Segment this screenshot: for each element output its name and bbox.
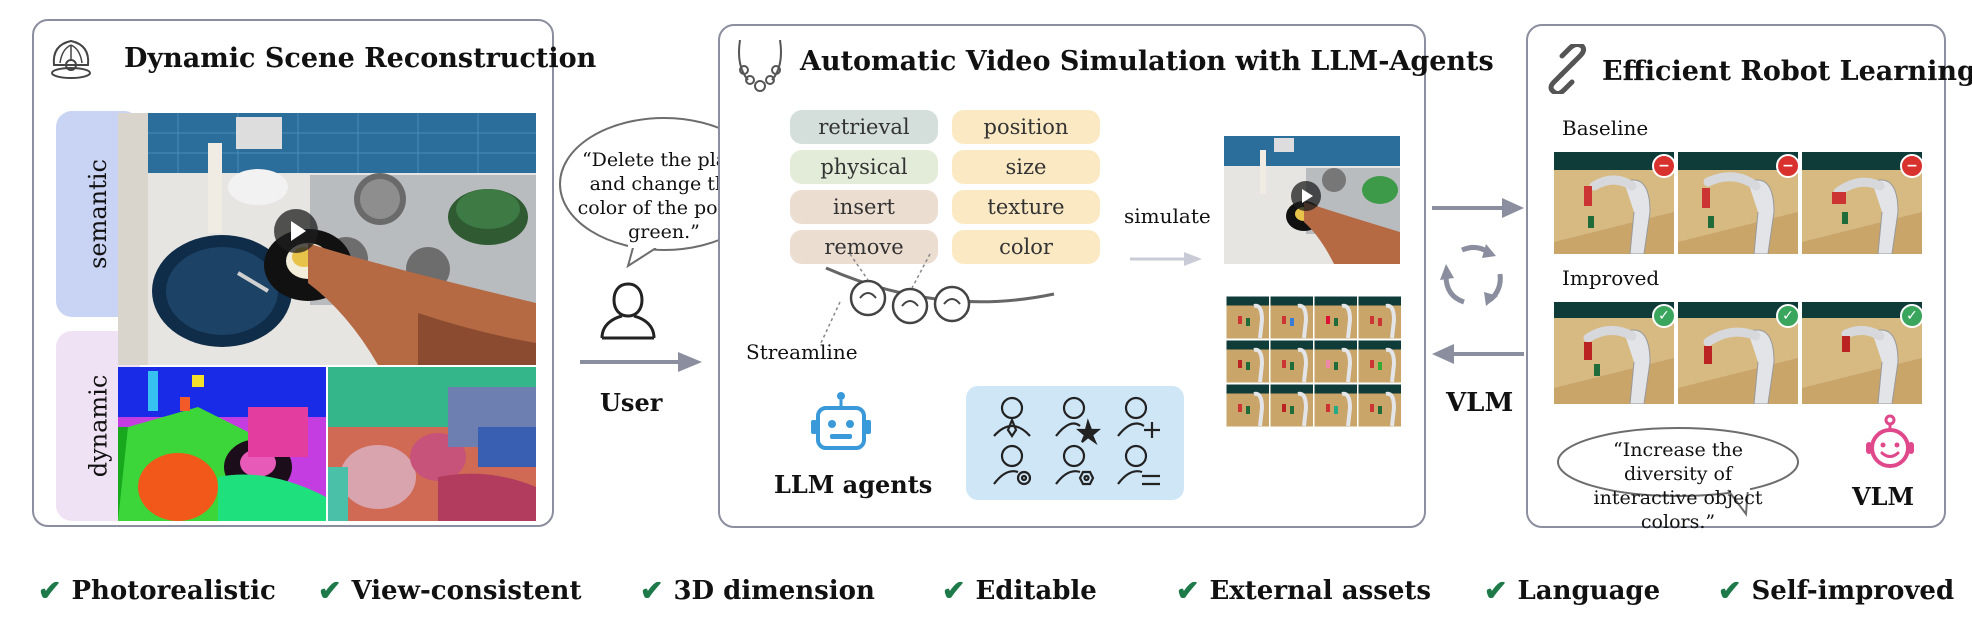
necklace-icon bbox=[738, 39, 782, 92]
simulated-frame bbox=[1226, 296, 1269, 339]
fail-badge-1: − bbox=[1652, 154, 1676, 178]
simulated-frame bbox=[1358, 384, 1401, 427]
check-icon: ✔ bbox=[38, 574, 62, 607]
dynamic-feature-map bbox=[328, 367, 536, 521]
success-badge-1: ✓ bbox=[1652, 304, 1676, 328]
simulated-frame bbox=[1270, 340, 1313, 383]
baseline-frame-2 bbox=[1678, 152, 1798, 254]
scene-reconstruction-title: Dynamic Scene Reconstruction bbox=[124, 43, 597, 74]
baseline-frame-1 bbox=[1554, 152, 1674, 254]
check-icon: ✔ bbox=[1176, 574, 1200, 607]
feature-external-assets: ✔External assets bbox=[1176, 574, 1432, 607]
tag-remove: remove bbox=[790, 230, 938, 264]
robot-agent-icon bbox=[811, 392, 871, 450]
simulate-label: simulate bbox=[1124, 204, 1211, 228]
user-label: User bbox=[600, 388, 663, 417]
vlm-feedback-label: VLM bbox=[1446, 388, 1514, 418]
simulated-frame bbox=[1270, 384, 1313, 427]
simulated-frames-grid bbox=[1226, 296, 1402, 428]
robot-learning-title: Efficient Robot Learning bbox=[1602, 56, 1972, 87]
fail-badge-3: − bbox=[1900, 154, 1924, 178]
fail-badge-2: − bbox=[1776, 154, 1800, 178]
tag-retrieval: retrieval bbox=[790, 110, 938, 144]
feature-editable: ✔Editable bbox=[942, 574, 1097, 607]
kitchen-scene-photo bbox=[118, 113, 536, 365]
video-simulation-panel: Automatic Video Simulation with LLM-Agen… bbox=[718, 24, 1494, 528]
oyster-pearl-icon bbox=[51, 39, 91, 79]
cycle-icon bbox=[1440, 244, 1503, 306]
tag-color: color bbox=[952, 230, 1100, 264]
streamline-label: Streamline bbox=[746, 340, 858, 364]
success-badge-2: ✓ bbox=[1776, 304, 1800, 328]
edited-play-icon[interactable] bbox=[1290, 180, 1322, 212]
arrow-right-user bbox=[580, 352, 702, 372]
simulated-frame bbox=[1314, 384, 1357, 427]
simulated-frame bbox=[1226, 384, 1269, 427]
video-simulation-title: Automatic Video Simulation with LLM-Agen… bbox=[800, 46, 1494, 77]
arrow-left-from-robot bbox=[1432, 344, 1524, 364]
improved-label: Improved bbox=[1562, 266, 1660, 290]
agent-roles-panel bbox=[966, 386, 1184, 500]
chain-link-icon bbox=[1548, 44, 1587, 94]
robot-learning-panel: Efficient Robot Learning Baseline Improv… bbox=[1526, 24, 1972, 533]
simulated-frame bbox=[1358, 340, 1401, 383]
segmentation-map bbox=[118, 367, 326, 521]
check-icon: ✔ bbox=[1484, 574, 1508, 607]
play-icon[interactable] bbox=[272, 207, 320, 255]
check-icon: ✔ bbox=[1718, 574, 1742, 607]
tag-physical: physical bbox=[790, 150, 938, 184]
vlm-instruction-text: “Increase the diversity of interactive o… bbox=[1593, 439, 1763, 533]
feature-3d-dimension: ✔3D dimension bbox=[640, 574, 875, 607]
baseline-label: Baseline bbox=[1562, 116, 1649, 140]
user-icon bbox=[600, 282, 656, 340]
improved-frame-1 bbox=[1554, 302, 1674, 404]
simulated-frame bbox=[1314, 340, 1357, 383]
simulated-frame bbox=[1314, 296, 1357, 339]
feature-photorealistic: ✔Photorealistic bbox=[38, 574, 276, 607]
scene-reconstruction-panel: Dynamic Scene Reconstruction semantic dy… bbox=[32, 19, 596, 527]
feature-view-consistent: ✔View-consistent bbox=[318, 574, 582, 607]
tag-insert: insert bbox=[790, 190, 938, 224]
llm-agents-label: LLM agents bbox=[774, 470, 933, 499]
tag-texture: texture bbox=[952, 190, 1100, 224]
baseline-frame-3 bbox=[1802, 152, 1922, 254]
tag-size: size bbox=[952, 150, 1100, 184]
simulated-frame bbox=[1270, 296, 1313, 339]
success-badge-3: ✓ bbox=[1900, 304, 1924, 328]
vlm-face-icon bbox=[1866, 414, 1914, 468]
arrow-right-to-robot bbox=[1432, 198, 1524, 218]
feature-self-improved: ✔Self-improved bbox=[1718, 574, 1955, 607]
vlm-label: VLM bbox=[1852, 482, 1915, 511]
check-icon: ✔ bbox=[942, 574, 966, 607]
user-instruction-text: “Delete the plate and change the color o… bbox=[577, 149, 751, 243]
vlm-speech-bubble bbox=[1557, 427, 1799, 517]
feature-language: ✔Language bbox=[1484, 574, 1661, 607]
simulated-frame bbox=[1226, 340, 1269, 383]
tag-position: position bbox=[952, 110, 1100, 144]
check-icon: ✔ bbox=[640, 574, 664, 607]
streamline-curve bbox=[820, 253, 1055, 347]
check-icon: ✔ bbox=[318, 574, 342, 607]
simulated-frame bbox=[1358, 296, 1401, 339]
simulate-arrow bbox=[1130, 252, 1202, 266]
